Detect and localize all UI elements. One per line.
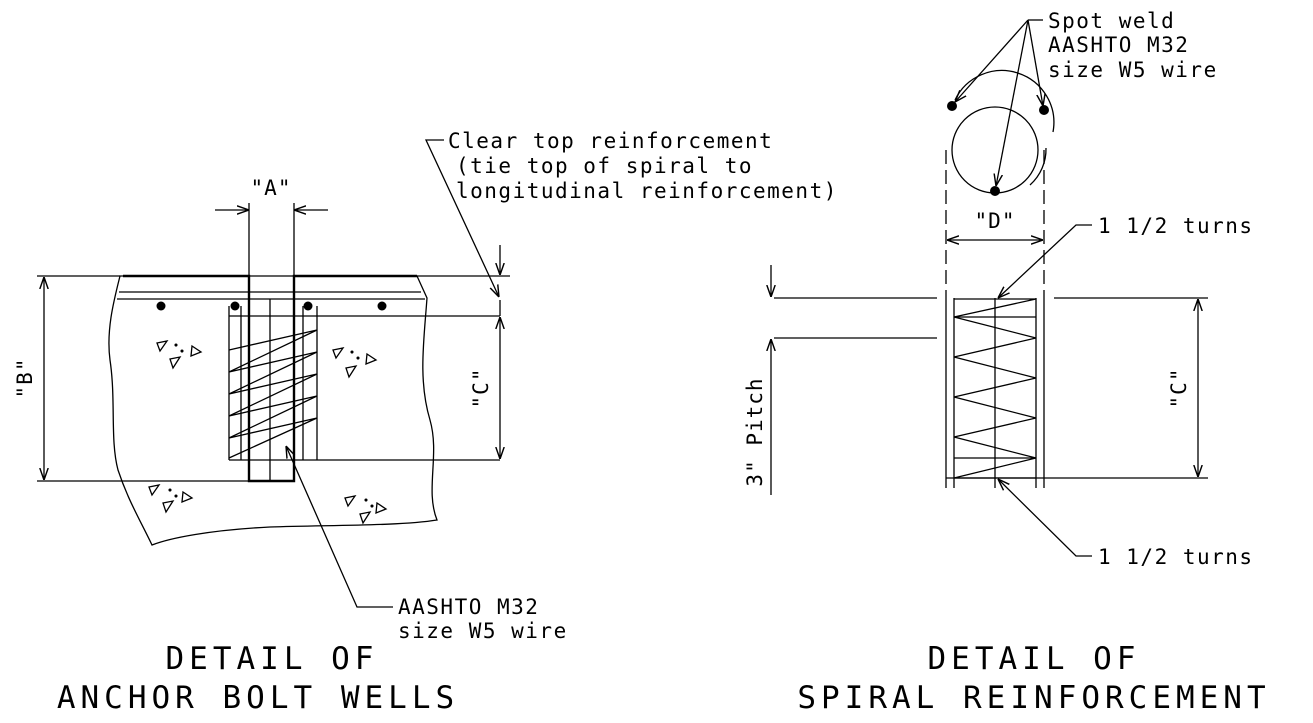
weld-dot <box>947 101 957 111</box>
dim-b-label: "B" <box>13 358 37 399</box>
right-title-line1: DETAIL OF <box>928 641 1141 677</box>
note-weld-line2: AASHTO M32 <box>1048 33 1189 57</box>
pitch-label: 3" Pitch <box>743 377 767 486</box>
anchor-bolt-well <box>123 274 417 483</box>
rebar-dot <box>303 301 313 311</box>
note-wire-line2: size W5 wire <box>398 619 568 643</box>
note-wire-line1: AASHTO M32 <box>398 595 539 619</box>
rebar-dot <box>230 301 240 311</box>
dim-a-label: "A" <box>251 176 292 200</box>
spiral-elev-zigzag <box>953 298 1037 479</box>
spiral-plan-circle <box>951 106 1039 194</box>
spiral-reinforcement-detail: Spot weld AASHTO M32 size W5 wire "D" 3"… <box>743 9 1270 716</box>
note-weld-line1: Spot weld <box>1048 9 1175 33</box>
rebar-dot <box>156 301 166 311</box>
turns-bottom-label: 1 1/2 turns <box>1098 545 1254 569</box>
clear-top-leader <box>424 139 499 297</box>
note-weld-line3: size W5 wire <box>1048 58 1218 82</box>
aggregate-symbols <box>148 340 388 525</box>
concrete-section-outline <box>108 275 438 546</box>
left-title-line2: ANCHOR BOLT WELLS <box>57 680 459 716</box>
turns-top-leader <box>998 224 1092 298</box>
dim-c-right-label: "C" <box>1167 368 1191 409</box>
rebar-dot <box>377 301 387 311</box>
dim-c-label: "C" <box>469 368 493 409</box>
turns-bottom-leader <box>998 479 1092 557</box>
note-clear-top-line2: (tie top of spiral to <box>456 154 753 178</box>
note-clear-top-line1: Clear top reinforcement <box>448 129 773 153</box>
note-clear-top-line3: longitudinal reinforcement) <box>456 179 838 203</box>
spiral-plan-arc <box>1029 147 1047 186</box>
anchor-bolt-well-detail: "A" "B" "C" Clear top reinforcement (tie… <box>13 129 838 716</box>
weld-leader <box>1027 19 1043 106</box>
weld-leader <box>955 19 1029 102</box>
left-title-line1: DETAIL OF <box>166 641 379 677</box>
turns-top-label: 1 1/2 turns <box>1098 214 1254 238</box>
weld-dot <box>990 186 1000 196</box>
weld-leader <box>996 19 1029 186</box>
weld-dot <box>1039 105 1049 115</box>
wire-leader <box>286 446 393 608</box>
dim-d-label: "D" <box>975 209 1016 233</box>
right-title-line2: SPIRAL REINFORCEMENT <box>797 680 1270 716</box>
spiral-zigzag <box>228 329 318 459</box>
